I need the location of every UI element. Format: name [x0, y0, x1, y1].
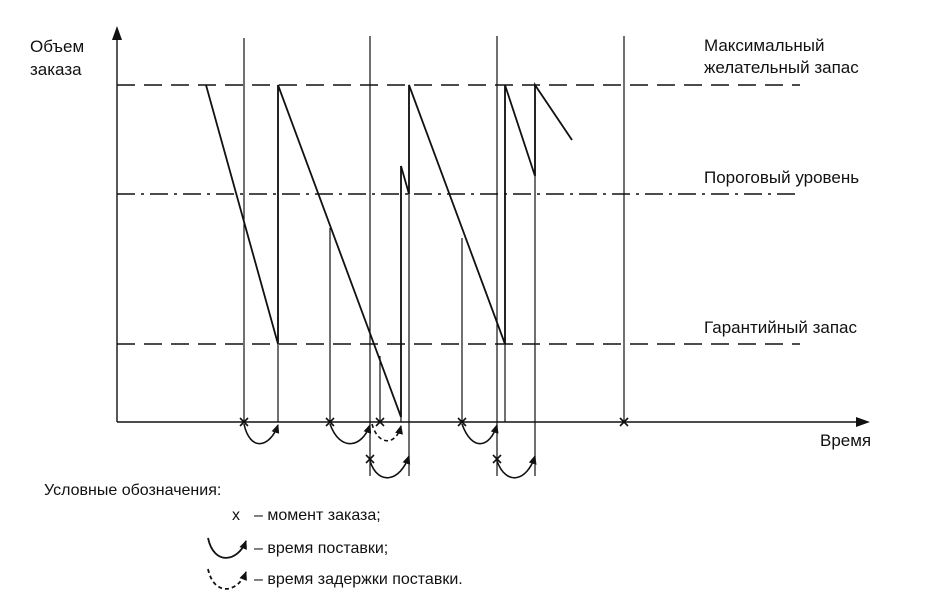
- delivery-arcs: [243, 423, 537, 479]
- x-cross-icon: [325, 417, 335, 427]
- x-axis-arrow-icon: [856, 417, 870, 427]
- legend-title: Условные обозначения:: [44, 482, 221, 499]
- solid-arrow-arc-icon: [243, 423, 280, 445]
- x-cross-icon: [492, 454, 502, 464]
- x-cross-icon: [619, 417, 629, 427]
- solid-arrow-arc-icon: [207, 537, 247, 559]
- x-cross-icon: [365, 454, 375, 464]
- level-labels: Максимальный желательный запас Пороговый…: [704, 36, 859, 337]
- legend-order-text: – момент заказа;: [254, 507, 381, 524]
- legend-delivery-text: – время поставки;: [254, 540, 388, 557]
- solid-arrow-arc-icon: [496, 455, 537, 479]
- solid-arrow-arc-icon: [369, 455, 411, 479]
- max-stock-label-line1: Максимальный: [704, 36, 824, 55]
- y-axis-label-line1: Объем: [30, 37, 84, 56]
- solid-arrow-arc-icon: [461, 423, 499, 445]
- y-axis-label-line2: заказа: [30, 60, 82, 79]
- dashed-arrow-arc-icon: [371, 423, 403, 442]
- y-axis-arrow-icon: [112, 26, 122, 40]
- level-lines: [117, 84, 800, 345]
- legend: Условные обозначения: x – момент заказа;…: [44, 482, 463, 590]
- axis-labels: Объем заказа Время: [30, 37, 871, 450]
- order-markers: [239, 417, 629, 464]
- legend-delay-text: – время задержки поставки.: [254, 571, 463, 588]
- safety-stock-label: Гарантийный запас: [704, 318, 858, 337]
- x-axis-label: Время: [820, 431, 871, 450]
- threshold-label: Пороговый уровень: [704, 168, 859, 187]
- vertical-markers: [243, 36, 625, 476]
- axes: [112, 26, 870, 427]
- dashed-arrow-arc-icon: [207, 568, 247, 590]
- x-cross-icon: [239, 417, 249, 427]
- max-stock-label-line2: желательный запас: [704, 58, 859, 77]
- x-cross-icon: [375, 417, 385, 427]
- legend-order-symbol: x: [232, 507, 240, 524]
- solid-arrow-arc-icon: [329, 423, 372, 445]
- stock-level-curve: [205, 82, 573, 418]
- x-cross-icon: [457, 417, 467, 427]
